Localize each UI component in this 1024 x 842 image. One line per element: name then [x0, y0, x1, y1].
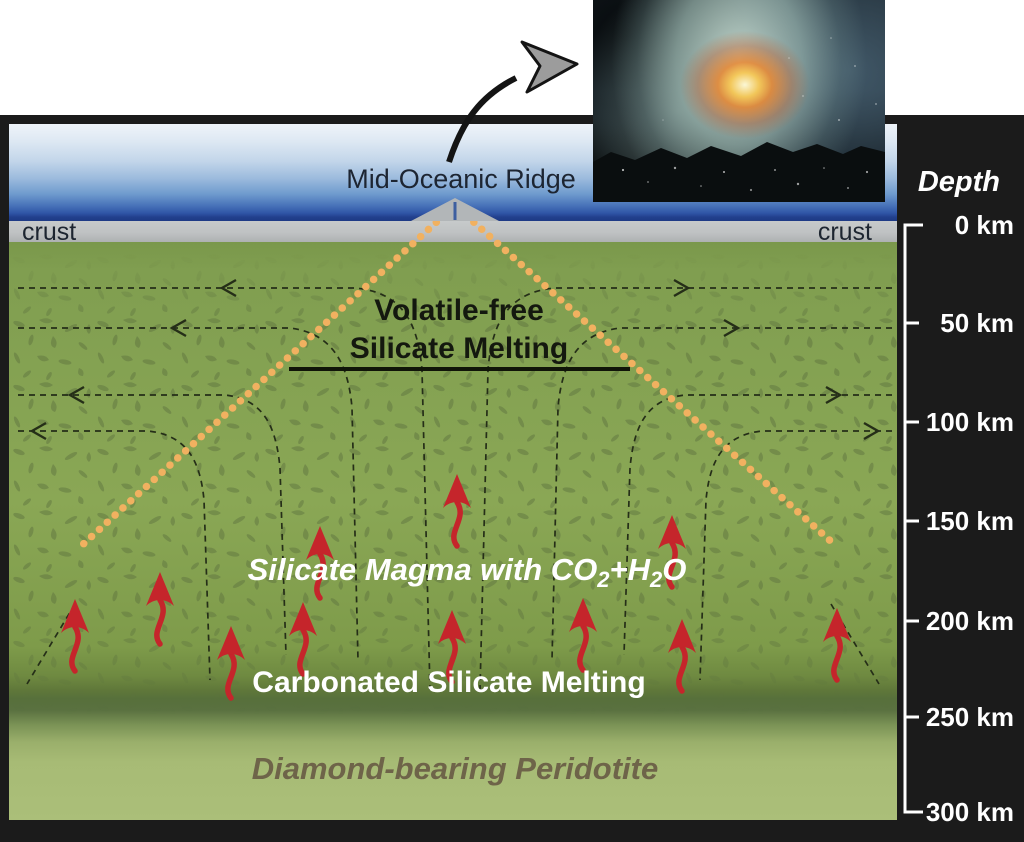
depth-tick-label-250km: 250 km	[925, 702, 1014, 732]
volatile-free-line1: Volatile-free	[374, 294, 544, 327]
depth-tick-label-100km: 100 km	[925, 407, 1014, 437]
mid-oceanic-ridge-label: Mid-Oceanic Ridge	[346, 164, 576, 194]
volatile-free-line2: Silicate Melting	[349, 332, 569, 365]
cross-section-diagram: Mid-Oceanic Ridge crust crust Volatile-f…	[9, 124, 897, 820]
solidus-boundary-lines	[75, 204, 839, 552]
seafloor-eruption-photo	[593, 0, 885, 202]
depth-tick-label-200km: 200 km	[925, 606, 1014, 636]
ridge-triangle	[411, 198, 499, 221]
depth-tick-label-50km: 50 km	[940, 308, 1014, 338]
callout-arrowhead	[520, 40, 579, 94]
crust-layer	[9, 221, 897, 242]
volatile-label-underline	[289, 367, 630, 371]
depth-axis-title: Depth	[917, 166, 1000, 198]
seafloor-rocks	[593, 142, 885, 202]
depth-tick-label-0km: 0 km	[954, 210, 1014, 240]
eruption-photo-detail	[593, 37, 885, 202]
flow-arrowheads	[29, 278, 881, 441]
volatile-free-melting-label: Volatile-free Silicate Melting	[9, 292, 897, 368]
depth-tick-label-300km: 300 km	[925, 797, 1014, 827]
carbonated-melting-label: Carbonated Silicate Melting	[252, 666, 646, 699]
crust-label-right: crust	[817, 218, 872, 246]
diagram-overlay-graphics	[9, 198, 897, 714]
crust-label-left: crust	[22, 218, 77, 246]
diamond-peridotite-label: Diamond-bearing Peridotite	[251, 751, 659, 786]
depth-scale-bracket	[903, 223, 923, 814]
silicate-magma-label: Silicate Magma with CO2+H2O	[247, 552, 687, 592]
depth-tick-label-150km: 150 km	[925, 506, 1014, 536]
